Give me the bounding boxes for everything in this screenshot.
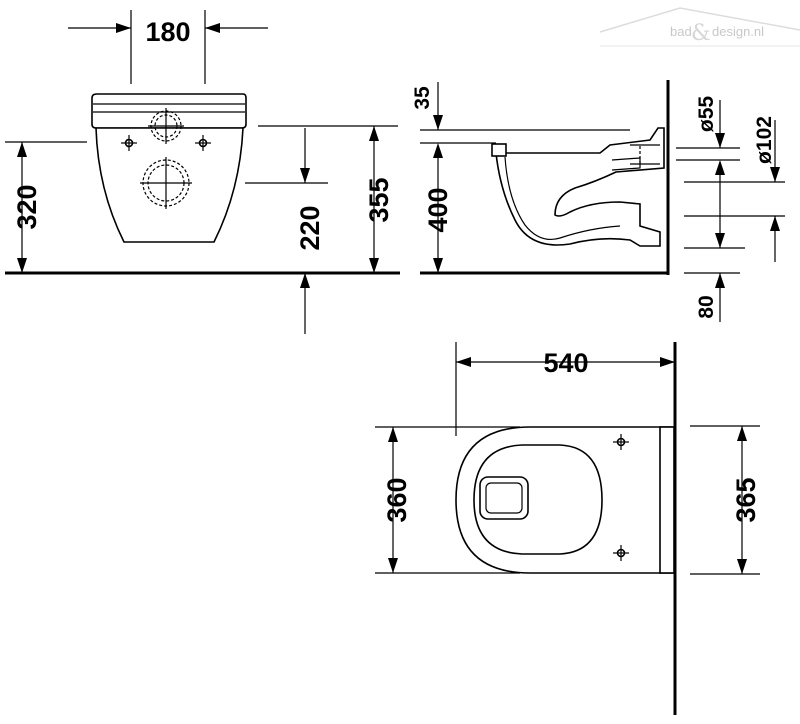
- top-view: 540 360 365: [375, 342, 761, 715]
- dim-pipe-large: ø102: [753, 116, 776, 164]
- watermark-brand-left: bad: [670, 24, 692, 39]
- dim-top-depth: 540: [543, 348, 588, 378]
- top-bowl-inner: [473, 444, 603, 555]
- dim-front-width-top: 180: [145, 17, 190, 47]
- front-fixing-hole-right: [195, 135, 211, 151]
- watermark-logo: bad & design.nl: [599, 7, 800, 47]
- dim-front-height-right: 355: [364, 177, 394, 222]
- dim-front-height-left: 320: [12, 184, 42, 229]
- dim-side-height: 400: [423, 187, 453, 232]
- watermark-brand-amp: &: [691, 21, 711, 46]
- top-fixing-hole-lower: [613, 545, 629, 561]
- top-outlet-opening: [479, 476, 529, 520]
- front-bowl: [95, 127, 244, 243]
- side-seat-hinge: [491, 143, 507, 157]
- front-view: 180 320 220 355: [5, 10, 400, 334]
- top-wall-plate: [659, 426, 675, 574]
- top-fixing-hole-upper: [613, 434, 629, 450]
- side-view: 35 400 ø55 ø102 80: [411, 80, 785, 322]
- dim-top-plate-width: 365: [731, 477, 761, 522]
- watermark-brand-right: design.nl: [712, 24, 764, 39]
- front-rim: [91, 93, 247, 129]
- dim-side-bottom-offset: 80: [695, 295, 718, 318]
- front-fixing-hole-left: [121, 135, 137, 151]
- dim-front-height-inner: 220: [295, 205, 325, 250]
- dim-top-bowl-width: 360: [382, 477, 412, 522]
- side-bowl: [495, 127, 665, 247]
- dim-pipe-small: ø55: [695, 96, 718, 133]
- dim-side-top-offset: 35: [411, 86, 434, 110]
